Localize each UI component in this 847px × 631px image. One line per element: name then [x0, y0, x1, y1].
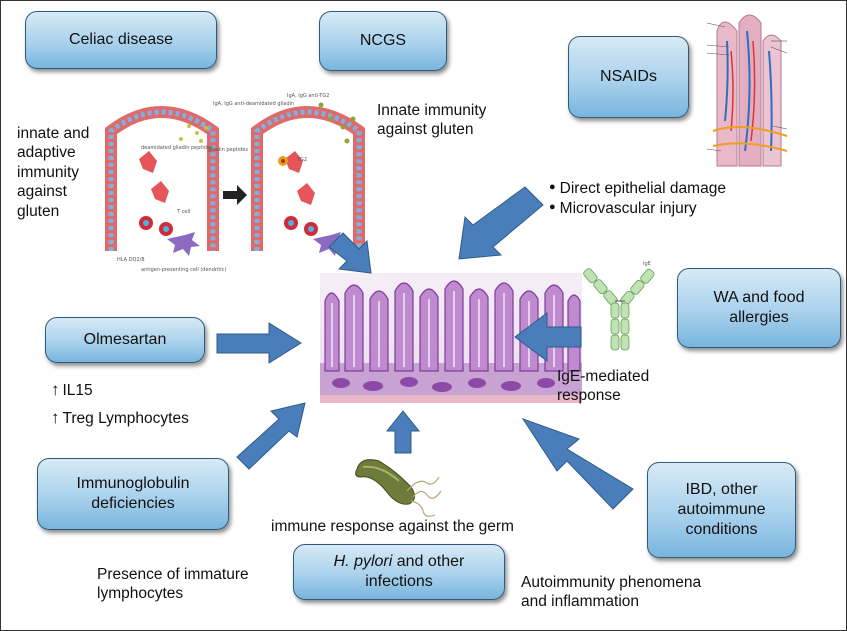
- fig-gliadin-label: gliadin peptides: [208, 147, 248, 153]
- il15-text: IL15: [62, 382, 93, 399]
- arrow-hpylori-to-center: [385, 410, 421, 454]
- ncgs-box: NCGS: [319, 11, 447, 71]
- celiac-disease-box: Celiac disease: [25, 11, 217, 69]
- nsaids-mechanism-text-2: Microvascular injury: [559, 200, 697, 217]
- h-pylori-rest: and other infections: [365, 553, 465, 590]
- nsaids-box: NSAIDs: [568, 36, 689, 118]
- fig-top-label-1: IgA, IgG anti-deamidated gliadin: [213, 101, 294, 107]
- wa-food-allergies-box: WA and food allergies: [677, 268, 841, 348]
- olmesartan-il15-note: ↑IL15: [51, 379, 93, 400]
- ige-antibody-illustration: IgE: [583, 261, 655, 351]
- immature-lymphocytes-note: Presence of immature lymphocytes: [97, 566, 249, 603]
- arrow-ibd-to-center: [521, 418, 634, 510]
- celiac-villus-before: deamidated gliadin peptides gliadin pept…: [105, 106, 248, 273]
- nsaids-mechanism-item-1: ●Direct epithelial damage: [549, 179, 726, 198]
- ibd-autoimmune-box: IBD, other autoimmune conditions: [647, 462, 796, 558]
- arrows: [216, 186, 634, 510]
- fig-hla-label: HLA DQ2/8: [117, 257, 145, 263]
- up-arrow-icon: ↑: [51, 408, 60, 427]
- treg-text: Treg Lymphocytes: [62, 410, 189, 427]
- nsaids-mechanism-text-1: Direct epithelial damage: [559, 180, 726, 197]
- celiac-transition-arrow: [223, 185, 247, 205]
- fig-top-label-2: IgA, IgG anti-TG2: [287, 93, 329, 99]
- antibody-label: IgE: [643, 261, 651, 267]
- fig-apc-label: antigen-presenting cell (dendritic): [141, 267, 226, 273]
- arrow-immunoglobulin-to-center: [236, 402, 306, 470]
- celiac-villus-after: IgA, IgG anti-deamidated gliadin IgA, Ig…: [213, 93, 365, 256]
- nsaid-villus-illustration: [701, 11, 791, 171]
- germ-response-note: immune response against the germ: [271, 518, 514, 535]
- bullet-icon: ●: [549, 181, 556, 193]
- olmesartan-treg-note: ↑Treg Lymphocytes: [51, 407, 189, 428]
- ncgs-mechanism-note: Innate immunity against gluten: [377, 102, 487, 139]
- fig-tcell-label: T cell: [176, 209, 190, 215]
- h-pylori-infections-box: H. pylori and other infections: [293, 544, 505, 600]
- celiac-mechanism-note: innate and adaptive immunity against glu…: [17, 125, 90, 220]
- autoimmunity-note: Autoimmunity phenomena and inflammation: [521, 574, 702, 611]
- h-pylori-name: H. pylori: [333, 553, 393, 570]
- ige-mediated-note: IgE-mediated response: [557, 368, 650, 405]
- arrow-celiac-to-center: [328, 232, 372, 274]
- arrow-ncgs-to-center: [458, 186, 544, 260]
- fig-deamidated-label: deamidated gliadin peptides: [141, 145, 213, 151]
- nsaids-mechanism-item-2: ●Microvascular injury: [549, 199, 697, 218]
- immunoglobulin-deficiencies-box: Immunoglobulin deficiencies: [37, 458, 229, 530]
- up-arrow-icon: ↑: [51, 380, 60, 399]
- arrow-ige-to-center: [514, 312, 582, 362]
- h-pylori-illustration: [355, 459, 442, 517]
- bullet-icon: ●: [549, 201, 556, 213]
- fig-tg2-label: TG2: [296, 157, 307, 163]
- olmesartan-box: Olmesartan: [45, 317, 205, 363]
- arrow-olmesartan-to-center: [216, 322, 302, 364]
